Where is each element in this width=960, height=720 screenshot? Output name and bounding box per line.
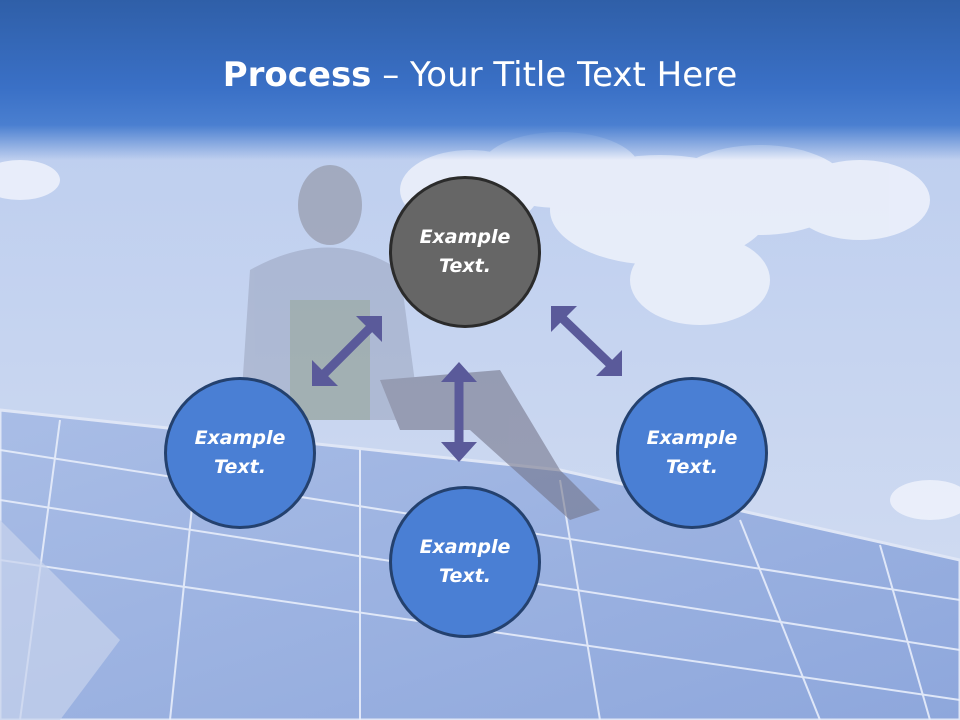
node-right-line1: Example <box>646 427 738 449</box>
node-left-line2: Text. <box>214 456 266 478</box>
node-bottom-line1: Example <box>419 536 511 558</box>
node-top-line1: Example <box>419 226 511 248</box>
node-top-line2: Text. <box>439 255 491 277</box>
title-bar <box>0 0 960 160</box>
node-left-line1: Example <box>194 427 286 449</box>
title-rest: – Your Title Text Here <box>371 55 738 95</box>
node-bottom-line2: Text. <box>439 565 491 587</box>
slide-title: Process – Your Title Text Here <box>0 52 960 98</box>
process-node-right[interactable]: Example Text. <box>616 377 768 529</box>
process-node-top[interactable]: Example Text. <box>389 176 541 328</box>
process-node-left[interactable]: Example Text. <box>164 377 316 529</box>
process-node-bottom[interactable]: Example Text. <box>389 486 541 638</box>
title-bold: Process <box>222 55 372 95</box>
node-right-line2: Text. <box>666 456 718 478</box>
